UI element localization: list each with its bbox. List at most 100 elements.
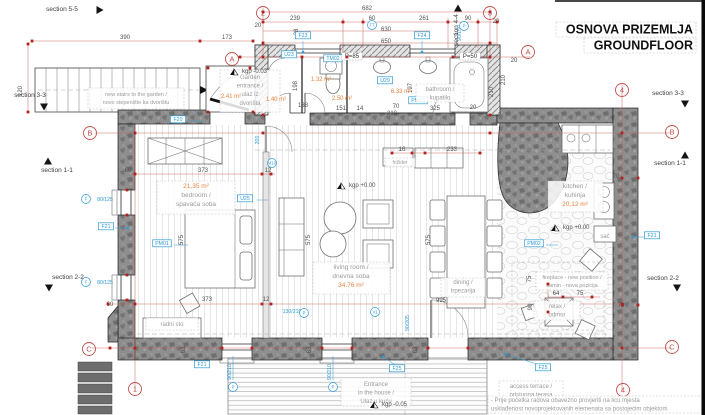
section-arrow (96, 6, 104, 14)
dimension-label: 12 (263, 297, 270, 303)
dimension-label: 12 (265, 168, 272, 174)
title-box (555, 21, 697, 38)
dimension-node (220, 346, 224, 350)
dimension-node (260, 302, 264, 306)
dimension-label: 233 (447, 147, 458, 153)
fitting-size-label: 80/125 (97, 280, 113, 286)
room-label-entrance-box (340, 377, 412, 407)
dimension-label: 20 (470, 105, 477, 111)
border-right (701, 0, 705, 415)
fitting-size-label: 90/205 (405, 315, 411, 331)
dimension-node (620, 131, 624, 135)
element-tag-box (389, 364, 405, 373)
room-label-living-box (312, 261, 391, 295)
annotations: 6822396026190206306502039017312037312575… (14, 4, 705, 414)
room-label-relax: odmor (548, 313, 565, 319)
dimension-node (251, 39, 255, 43)
dimension-label: 630 (381, 27, 392, 33)
sink (373, 60, 391, 74)
dimension-label: 390 (120, 35, 131, 41)
room-label-entrance: Entrance (364, 382, 389, 388)
section-label: section 2-2 (647, 275, 679, 282)
circled-tag (81, 277, 91, 287)
section-arrow (45, 284, 53, 292)
section-label: section 1-1 (41, 167, 73, 174)
dimension-node (238, 55, 242, 59)
bedroom-door-swing (265, 125, 293, 153)
room-label-stairs: novo stepenište ka dvorištu (103, 100, 170, 106)
fitting-size-label: 200 (255, 136, 261, 145)
dimension-node (248, 66, 252, 70)
dimension-label: 60 (107, 302, 114, 308)
level-icon (340, 182, 346, 190)
room-label-stairs-box (87, 87, 185, 110)
dimension-node (476, 20, 480, 24)
element-tag-box (237, 194, 253, 203)
room-label-relax: relax / (549, 304, 566, 310)
dimension-node (466, 346, 470, 350)
counter-divisions (578, 125, 597, 153)
wardrobe-lines (147, 137, 223, 165)
dimension-label: 60 (369, 16, 376, 22)
area-label: 2.50 m² (332, 96, 352, 102)
circled-tag-label: P (463, 24, 466, 29)
circled-tag (370, 307, 380, 317)
element-tag: F21 (102, 224, 111, 230)
dimension-label: 90 (528, 303, 534, 310)
circled-tag (299, 308, 309, 318)
cabinet-divisions (430, 148, 448, 168)
dimension-label: 325 (430, 106, 441, 112)
element-tag: U23 (284, 52, 294, 58)
circled-tag-label: F (85, 197, 88, 202)
terrace-deck (77, 357, 488, 415)
room-label-bathroom: kupatilo (430, 96, 451, 102)
window-sill (111, 274, 118, 301)
label-box (459, 52, 481, 61)
dimension-node (133, 346, 137, 350)
element-tag: U29 (380, 78, 390, 84)
dimension-node (125, 298, 129, 302)
dimension-node (636, 176, 640, 180)
section-label: section 3-3 (652, 90, 684, 97)
dimension-node (269, 172, 273, 176)
dimension-label: 197 (408, 82, 414, 93)
circled-tag (267, 158, 277, 168)
dimension-node (488, 41, 492, 45)
leader-dot (381, 355, 385, 359)
coffee-table (323, 201, 357, 235)
level-label: kgp +0.00 (563, 225, 590, 231)
dimension-node (251, 110, 255, 114)
circled-tag-label: V1 (372, 310, 378, 315)
room-label-kitchen: 20,12 m² (562, 201, 588, 208)
dimension-node (261, 131, 265, 135)
drawing-title-en: GROUNDFLOOR (594, 39, 693, 53)
level-icon (554, 224, 560, 232)
drawing-title: OSNOVA PRIZEMLJA (566, 23, 693, 37)
entrance-door-swing (430, 299, 469, 338)
dimension-node (26, 110, 30, 114)
grid-marker (483, 6, 497, 20)
desk-chair (178, 292, 201, 314)
room-label-desk: radni sto (160, 322, 184, 328)
dimension-node (590, 295, 594, 299)
dimension-label: 650 (381, 39, 392, 45)
armchair (362, 199, 394, 229)
grid-marker (225, 52, 239, 66)
room-label-fireplace: fireplace - new position / (542, 275, 602, 281)
grid-marker-label: B (669, 128, 674, 137)
wall-new-wing-right (486, 44, 501, 116)
dimension-node (620, 303, 624, 307)
dimension-node (426, 346, 430, 350)
dimension-label: 682 (362, 6, 373, 12)
area-label: 1.32 m² (311, 77, 331, 83)
garden-steps-bottom (77, 361, 113, 415)
level-icon (373, 401, 379, 409)
dimension-label: 138 (298, 103, 309, 109)
element-tag-box (194, 360, 210, 369)
grid-marker (665, 340, 679, 354)
leader-dot (420, 50, 424, 54)
room-label-fireplace: kamin - nova pozicija (546, 283, 598, 289)
dimension-node (206, 66, 210, 70)
level-label: kgp +0.00 (349, 183, 376, 189)
dimension-node (261, 10, 265, 14)
